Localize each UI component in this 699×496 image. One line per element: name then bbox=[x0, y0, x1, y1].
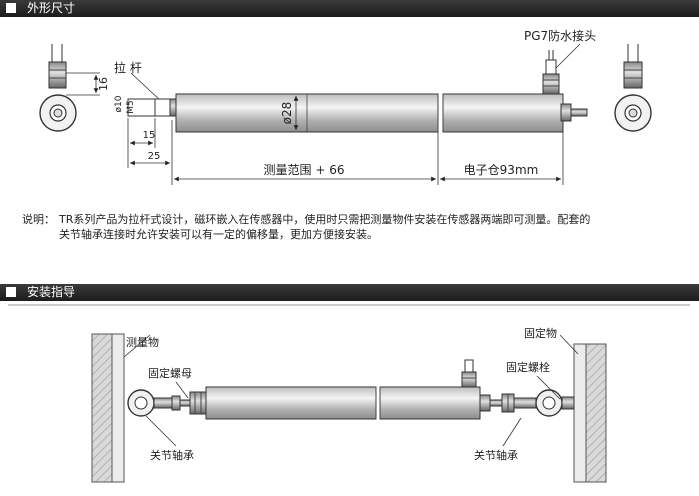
right-bearing-callout: 关节轴承 bbox=[474, 417, 522, 462]
dim-phi10-label: ø10 bbox=[114, 95, 124, 112]
electronics-label: 电子仓93mm bbox=[464, 163, 539, 177]
section-header-dimensions: 外形尺寸 bbox=[0, 0, 699, 17]
left-end-view bbox=[39, 44, 77, 132]
pull-rod-label: 拉 杆 bbox=[114, 60, 142, 75]
dimension-25: 25 bbox=[127, 120, 173, 185]
pg7-connector: PG7防水接头 bbox=[524, 28, 596, 95]
dim-16-label: 16 bbox=[97, 77, 110, 91]
note-label: 说明： bbox=[22, 213, 55, 226]
section-title-install: 安装指导 bbox=[27, 285, 76, 299]
fixed-bolt-label: 固定螺栓 bbox=[506, 360, 550, 374]
note-line-2: 关节轴承连接时允许安装可以有一定的偏移量，更加方便接安装。 bbox=[59, 228, 378, 241]
fixed-object-label: 固定物 bbox=[524, 326, 557, 340]
joint-bearing-right-label: 关节轴承 bbox=[474, 448, 518, 462]
right-end-view bbox=[614, 44, 652, 132]
header-square-icon bbox=[6, 287, 16, 297]
header-square-icon bbox=[6, 3, 16, 13]
pull-rod-end: 拉 杆 ø10 M5 bbox=[114, 60, 172, 117]
joint-bearing-left-label: 关节轴承 bbox=[150, 448, 194, 462]
pg7-label: PG7防水接头 bbox=[524, 28, 596, 43]
dimension-range: 测量范围 + 66 电子仓93mm bbox=[174, 132, 564, 185]
measured-object-label: 测量物 bbox=[126, 335, 159, 349]
sensor-body bbox=[169, 93, 588, 133]
right-joint-bearing bbox=[489, 389, 575, 417]
left-bearing-callout: 关节轴承 bbox=[145, 415, 194, 462]
install-sensor-body bbox=[205, 359, 491, 420]
dim-25-label: 25 bbox=[148, 151, 161, 162]
fixed-bolt-callout: 固定螺栓 bbox=[506, 360, 561, 400]
section-title-dimensions: 外形尺寸 bbox=[27, 1, 76, 15]
section-header-install: 安装指导 bbox=[0, 284, 699, 301]
fixed-object-wall: 固定物 bbox=[524, 326, 607, 483]
dim-phi28-label: ø28 bbox=[280, 102, 294, 125]
dim-m5-label: M5 bbox=[126, 100, 136, 114]
left-joint-bearing bbox=[127, 389, 207, 417]
dim-15-label: 15 bbox=[143, 130, 156, 141]
dimension-15: 15 bbox=[127, 118, 156, 148]
dimension-phi28: ø28 bbox=[280, 96, 299, 130]
fixed-nut-callout: 固定螺母 bbox=[148, 366, 192, 399]
measured-object-wall: 测量物 bbox=[91, 333, 159, 483]
note-line-1: TR系列产品为拉杆式设计，磁环嵌入在传感器中，使用时只需把测量物件安装在传感器两… bbox=[59, 213, 591, 226]
fixed-nut-label: 固定螺母 bbox=[148, 366, 192, 380]
dimension-16: 16 bbox=[66, 72, 110, 96]
range-label: 测量范围 + 66 bbox=[264, 163, 345, 177]
